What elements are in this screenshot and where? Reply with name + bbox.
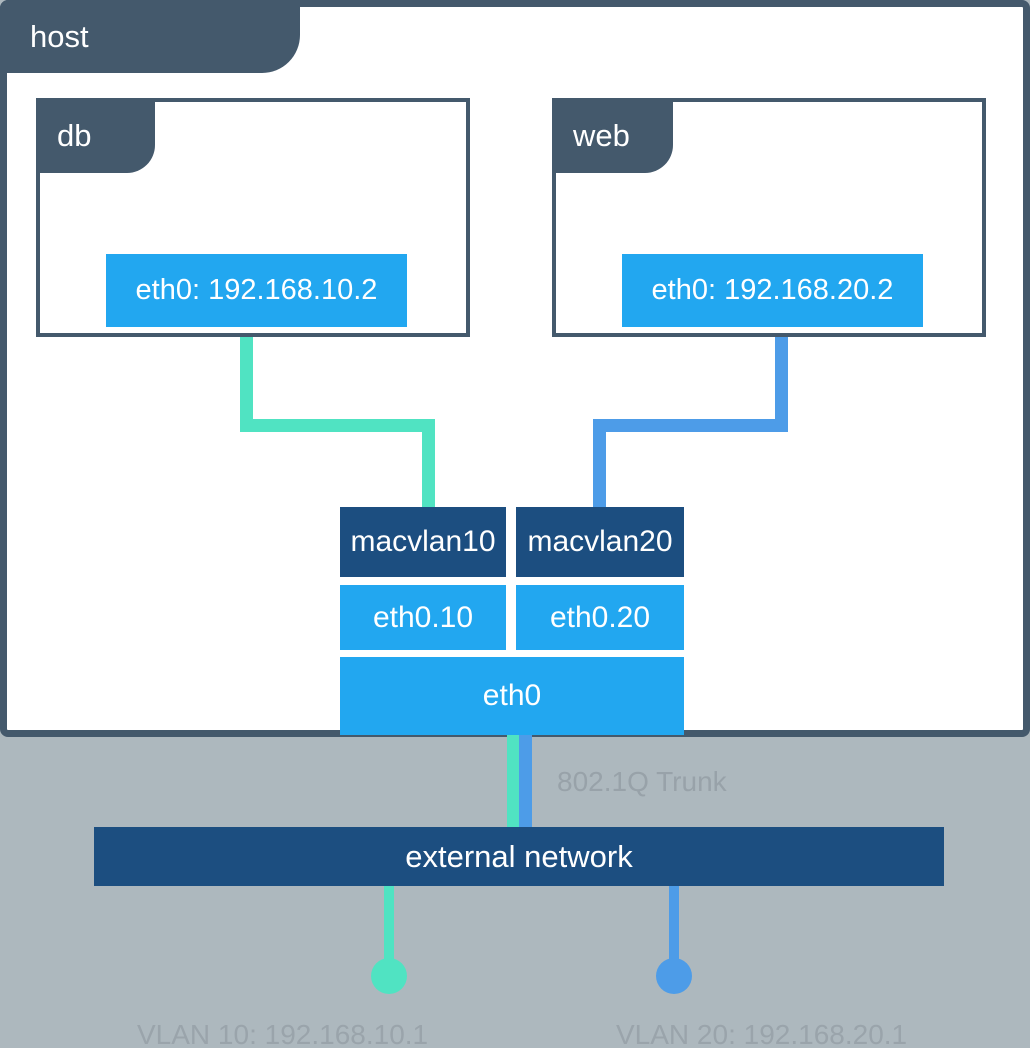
web-to-macvlan20-connector-horizontal <box>593 419 788 432</box>
external-network-label: external network <box>405 838 633 874</box>
vlan10-gateway-label: VLAN 10: 192.168.10.1 <box>137 1019 429 1048</box>
eth0-label: eth0 <box>482 679 542 712</box>
db-eth0-box: eth0: 192.168.10.2 <box>106 254 407 327</box>
macvlan20-box: macvlan20 <box>516 507 684 577</box>
host-label: host <box>30 18 89 54</box>
web-eth0-label: eth0: 192.168.20.2 <box>651 274 894 306</box>
web-to-macvlan20-connector-vertical-2 <box>593 419 606 507</box>
trunk-label: 802.1Q Trunk <box>557 766 727 797</box>
vlan20-drop-line <box>669 886 679 962</box>
db-to-macvlan10-connector-horizontal <box>240 419 435 432</box>
db-label: db <box>57 117 92 153</box>
db-to-macvlan10-connector-vertical-2 <box>422 419 435 507</box>
db-to-macvlan10-connector-vertical-1 <box>240 337 253 432</box>
web-label: web <box>573 117 630 153</box>
vlan20-endpoint-dot <box>656 958 692 994</box>
host-tab: host <box>0 0 300 73</box>
eth0-parent-interface-box: eth0 <box>340 657 684 735</box>
vlan10-drop-line <box>384 886 394 962</box>
external-network-bar: external network <box>94 827 944 886</box>
macvlan10-box: macvlan10 <box>340 507 506 577</box>
db-tab: db <box>36 98 155 173</box>
web-to-macvlan20-connector-vertical-1 <box>775 337 788 432</box>
eth0-20-subinterface-box: eth0.20 <box>516 585 684 650</box>
eth0-10-subinterface-box: eth0.10 <box>340 585 506 650</box>
vlan10-endpoint-dot <box>371 958 407 994</box>
macvlan20-label: macvlan20 <box>527 525 673 558</box>
trunk-line-vlan10 <box>507 735 519 827</box>
trunk-line-vlan20 <box>519 735 532 827</box>
eth0-20-label: eth0.20 <box>549 600 651 634</box>
db-eth0-label: eth0: 192.168.10.2 <box>135 274 378 306</box>
vlan20-gateway-label: VLAN 20: 192.168.20.1 <box>616 1019 908 1048</box>
eth0-10-label: eth0.10 <box>372 600 474 634</box>
macvlan10-label: macvlan10 <box>350 525 496 558</box>
web-tab: web <box>552 98 673 173</box>
web-eth0-box: eth0: 192.168.20.2 <box>622 254 923 327</box>
